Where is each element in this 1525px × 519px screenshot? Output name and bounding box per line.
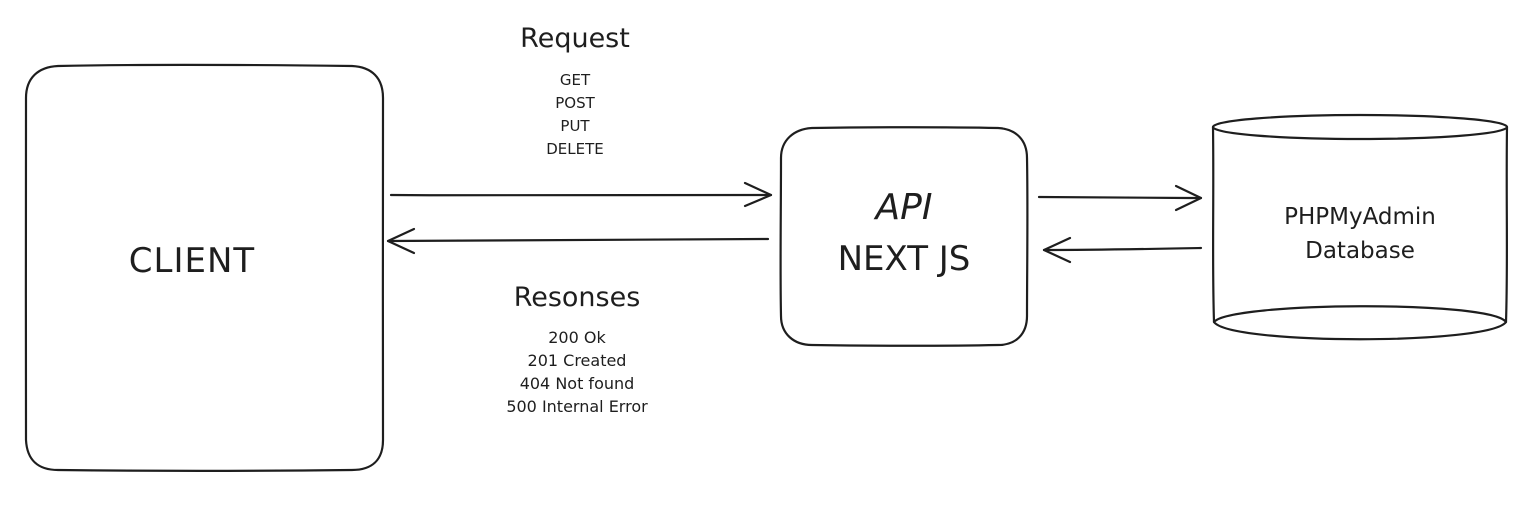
database-body — [1211, 125, 1509, 324]
response-code-201: 201 Created — [528, 351, 627, 370]
request-method-get: GET — [560, 71, 591, 89]
request-method-post: POST — [555, 94, 595, 112]
request-method-delete: DELETE — [546, 140, 604, 158]
client-label: CLIENT — [129, 241, 255, 281]
response-code-200: 200 Ok — [548, 328, 606, 347]
api-node: API NEXT JS — [779, 126, 1029, 347]
database-label-line2: Database — [1305, 238, 1415, 264]
database-bottom-ellipse — [1212, 305, 1508, 341]
response-code-500: 500 Internal Error — [506, 397, 648, 416]
api-to-db-arrow — [1037, 184, 1203, 212]
response-arrow — [386, 227, 770, 255]
database-label-line1: PHPMyAdmin — [1284, 204, 1436, 230]
database-node: PHPMyAdmin Database — [1211, 113, 1509, 341]
db-to-api-arrow — [1042, 236, 1203, 264]
database-top-ellipse — [1211, 113, 1509, 141]
client-node: CLIENT — [24, 63, 385, 472]
api-label-line1: API — [874, 187, 933, 228]
request-method-put: PUT — [560, 117, 590, 135]
request-arrow — [389, 181, 773, 208]
responses-group: Resonses 200 Ok 201 Created 404 Not foun… — [506, 282, 648, 416]
client-box — [24, 63, 385, 472]
responses-title: Resonses — [514, 282, 641, 313]
api-label-line2: NEXT JS — [838, 239, 971, 279]
response-code-404: 404 Not found — [520, 374, 635, 393]
api-box — [779, 126, 1029, 347]
request-title: Request — [520, 23, 630, 54]
request-group: Request GET POST PUT DELETE — [520, 23, 630, 158]
